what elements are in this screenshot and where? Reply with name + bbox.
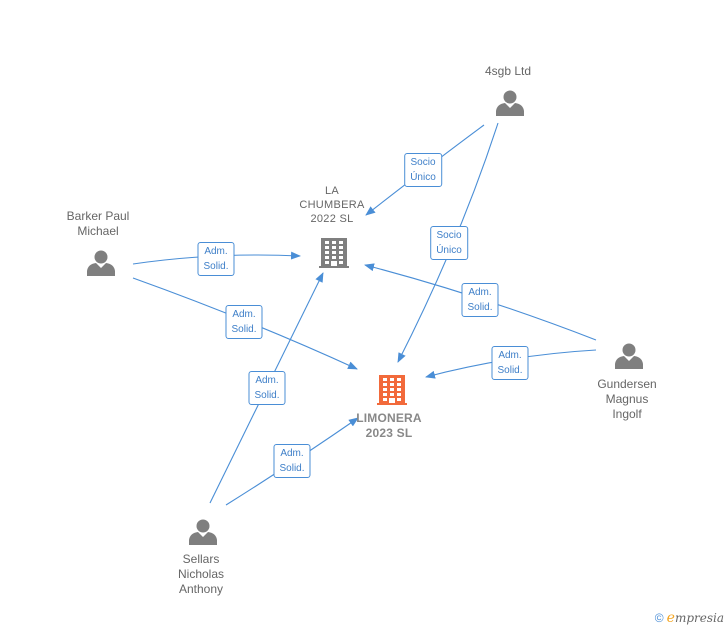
copyright-notice: © empresia: [655, 610, 724, 626]
edge-label-barker-limonera[interactable]: Adm.Solid.: [225, 305, 263, 339]
edge-label-barker-chumbera[interactable]: Adm.Solid.: [197, 242, 235, 276]
node-label-four_sgb[interactable]: 4sgb Ltd: [484, 64, 532, 78]
person-icon-barker[interactable]: [87, 250, 115, 277]
empresia-logo[interactable]: empresia: [666, 610, 724, 626]
edge-label-sellars-chumbera[interactable]: Adm.Solid.: [248, 371, 286, 405]
building-icon-limonera[interactable]: [377, 375, 407, 405]
building-icon-la_chumbera[interactable]: [319, 238, 349, 268]
copyright-icon: ©: [654, 611, 664, 625]
person-icon-sellars[interactable]: [189, 519, 217, 546]
edge-label-sellars-limonera[interactable]: Adm.Solid.: [273, 444, 311, 478]
person-icon-gundersen[interactable]: [615, 343, 643, 370]
edge-label-gundersen-limonera[interactable]: Adm.Solid.: [491, 346, 529, 380]
edge-label-gundersen-chumbera[interactable]: Adm.Solid.: [461, 283, 499, 317]
person-icon-four_sgb[interactable]: [496, 90, 524, 117]
